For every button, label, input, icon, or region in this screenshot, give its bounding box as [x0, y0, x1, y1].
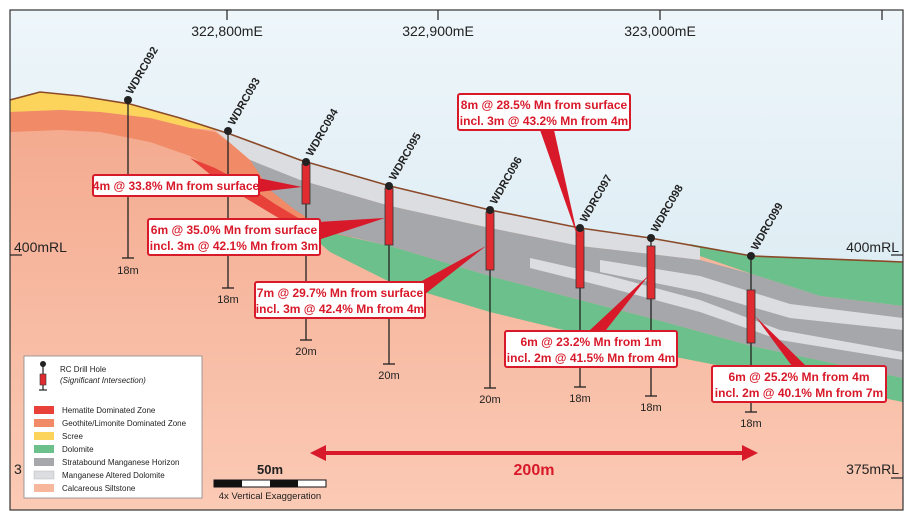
rl-label-right-400: 400mRL	[846, 239, 899, 255]
hole-depth: 20m	[479, 394, 500, 406]
legend-swatch	[34, 406, 54, 414]
hole-depth: 18m	[217, 294, 238, 306]
legend-drill-sub: (Significant Intersection)	[60, 376, 146, 385]
intersection-interval	[575, 229, 585, 289]
legend-item-label: Hematite Dominated Zone	[62, 406, 156, 415]
legend-item-label: Stratabound Manganese Horizon	[62, 458, 179, 467]
intersection-interval	[746, 289, 756, 344]
legend-swatch	[34, 445, 54, 453]
manganese-altered-lens-lower	[530, 258, 903, 360]
easting-label: 322,800mE	[191, 23, 263, 39]
legend-swatch	[33, 470, 55, 480]
legend-swatch	[34, 484, 54, 492]
callout-wdrc095-upper: 6m @ 35.0% Mn from surface incl. 3m @ 42…	[147, 218, 385, 256]
callout-wdrc097: 8m @ 28.5% Mn from surface incl. 3m @ 43…	[457, 93, 631, 238]
callout-line: incl. 3m @ 42.1% Mn from 3m	[150, 239, 318, 253]
legend-swatch	[34, 419, 54, 427]
callout-line: incl. 2m @ 40.1% Mn from 7m	[715, 386, 883, 400]
hole-depth: 18m	[740, 418, 761, 430]
collar-marker	[747, 252, 755, 260]
rl-label-right-375: 375mRL	[846, 461, 899, 477]
callout-pointer	[755, 316, 806, 366]
distance-arrow: 200m	[310, 445, 758, 479]
diagram-frame	[9, 9, 904, 511]
callout-pointer	[318, 218, 385, 240]
legend-item-label: Dolomite	[62, 445, 94, 454]
callout-line: 6m @ 23.2% Mn from 1m	[520, 335, 661, 349]
legend-item-label: Calcareous Siltstone	[62, 484, 136, 493]
arrow-head-left	[310, 445, 326, 461]
collar-marker	[576, 224, 584, 232]
callout-line: incl. 3m @ 42.4% Mn from 4m	[256, 302, 424, 316]
intersection-interval	[301, 163, 311, 205]
hole-depth: 18m	[117, 265, 138, 277]
rl-label-left-400: 400mRL	[14, 239, 67, 255]
collar-marker	[124, 96, 132, 104]
intersection-interval	[384, 187, 394, 246]
legend-item-label: Scree	[62, 432, 83, 441]
callout-wdrc099: 6m @ 25.2% Mn from 4m incl. 2m @ 40.1% M…	[711, 316, 887, 403]
intersection-interval	[646, 245, 656, 300]
callout-pointer	[420, 246, 486, 298]
intersection-interval	[485, 211, 495, 271]
legend-intersection-marker	[39, 373, 47, 386]
hole-depth: 20m	[295, 346, 316, 358]
hole-depth: 18m	[569, 393, 590, 405]
callout-line: 6m @ 25.2% Mn from 4m	[728, 370, 869, 384]
callout-pointer	[590, 275, 649, 330]
legend-drill-title: RC Drill Hole	[60, 365, 107, 374]
rl-label-left-375: 3	[14, 461, 22, 477]
callout-line: 4m @ 33.8% Mn from surface	[93, 179, 260, 193]
scale-label: 50m	[257, 462, 283, 477]
legend-item-label: Manganese Altered Dolomite	[62, 471, 165, 480]
scale-sub-label: 4x Vertical Exaggeration	[219, 491, 321, 502]
callout-line: incl. 3m @ 43.2% Mn from 4m	[460, 114, 628, 128]
collar-marker	[302, 158, 310, 166]
legend-swatch	[34, 432, 54, 440]
arrow-head-right	[742, 445, 758, 461]
callout-line: 6m @ 35.0% Mn from surface	[151, 223, 318, 237]
collar-marker	[647, 234, 655, 242]
collar-marker	[486, 206, 494, 214]
collar-marker	[224, 127, 232, 135]
legend: RC Drill Hole (Significant Intersection)…	[23, 355, 203, 499]
callout-line: incl. 2m @ 41.5% Mn from 4m	[507, 351, 675, 365]
callout-wdrc098: 6m @ 23.2% Mn from 1m incl. 2m @ 41.5% M…	[504, 275, 678, 368]
rl-axis: 400mRL 400mRL 375mRL 3	[10, 239, 903, 479]
scree-layer	[10, 92, 215, 130]
collar-marker	[385, 182, 393, 190]
callout-line: 8m @ 28.5% Mn from surface	[461, 98, 628, 112]
legend-swatch	[34, 458, 54, 466]
legend-collar-marker	[40, 361, 46, 367]
distance-label: 200m	[514, 462, 555, 479]
easting-label: 322,900mE	[402, 23, 474, 39]
callout-wdrc094: 4m @ 33.8% Mn from surface	[92, 174, 302, 197]
callout-pointer	[258, 178, 302, 192]
easting-label: 323,000mE	[624, 23, 696, 39]
scale-bar: 50m 4x Vertical Exaggeration	[213, 462, 327, 502]
callout-wdrc096: 7m @ 29.7% Mn from surface incl. 3m @ 42…	[254, 246, 486, 319]
dolomite-upper-layer	[690, 244, 903, 306]
easting-axis: 322,800mE 322,900mE 323,000mE	[191, 10, 883, 39]
hole-depth: 20m	[378, 370, 399, 382]
hole-depth: 18m	[640, 402, 661, 414]
legend-item-label: Geothite/Limonite Dominated Zone	[62, 419, 187, 428]
callout-line: 7m @ 29.7% Mn from surface	[257, 286, 424, 300]
callout-pointer	[540, 130, 578, 238]
